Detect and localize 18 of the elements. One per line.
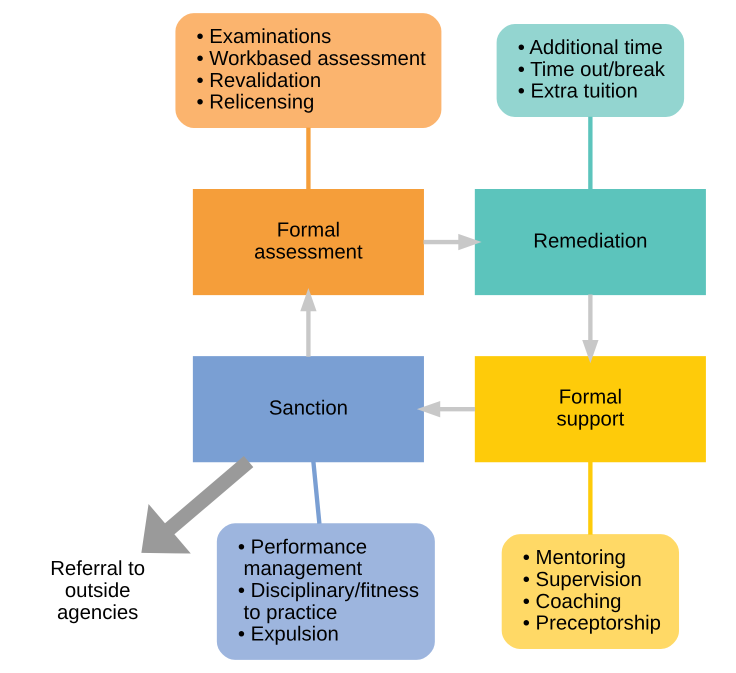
node-box: • Performance management • Disciplinary/fitness to practice • Expulsion — [216, 523, 435, 660]
node-box: • Mentoring • Supervision • Coaching • Preceptorship — [502, 534, 680, 649]
arrow — [582, 294, 599, 364]
connector — [588, 116, 593, 190]
arrow — [141, 456, 254, 554]
node-box: Remediation — [474, 188, 706, 296]
arrow — [424, 234, 482, 250]
node-box: Sanction — [192, 356, 424, 462]
arrow — [300, 288, 317, 357]
arrow — [416, 401, 475, 418]
connector — [588, 462, 593, 535]
connector — [306, 128, 311, 190]
node-box: • Additional time • Time out/break • Extra tuition — [496, 24, 684, 118]
node-box: • Examinations • Workbased assessment • Revalidation • Relicensing — [175, 13, 442, 128]
node-box: Formal support — [474, 356, 706, 462]
connector — [311, 461, 322, 524]
node-box: Formal assessment — [192, 188, 424, 296]
node-text: Referral to outside agencies — [50, 558, 146, 624]
